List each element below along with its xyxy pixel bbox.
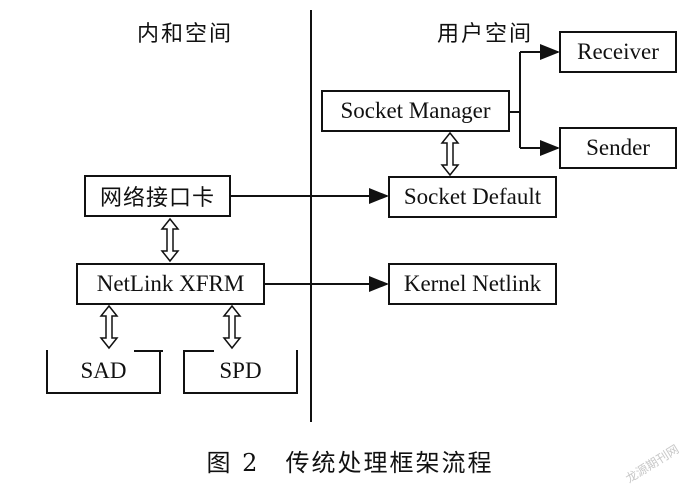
kernel-space-label: 内和空间 xyxy=(137,22,234,47)
socket-manager-box: Socket Manager xyxy=(321,90,510,132)
spd-store: SPD xyxy=(183,350,298,394)
double-arrow-netlink-spd xyxy=(222,304,242,350)
double-arrow-network-card-netlink xyxy=(160,217,180,263)
network-card-label: 网络接口卡 xyxy=(99,186,215,211)
netlink-xfrm-label: NetLink XFRM xyxy=(96,271,245,296)
socket-manager-label: Socket Manager xyxy=(340,98,491,123)
kernel-netlink-box: Kernel Netlink xyxy=(388,263,557,305)
kernel-netlink-label: Kernel Netlink xyxy=(403,271,542,296)
netlink-xfrm-box: NetLink XFRM xyxy=(76,263,265,305)
socket-default-label: Socket Default xyxy=(403,184,542,209)
sad-label: SAD xyxy=(80,358,127,383)
sad-store: SAD xyxy=(46,350,163,394)
double-arrow-netlink-sad xyxy=(99,304,119,350)
user-space-label: 用户空间 xyxy=(437,22,534,47)
socket-default-box: Socket Default xyxy=(388,176,557,218)
sender-label: Sender xyxy=(586,135,650,160)
spd-label: SPD xyxy=(219,358,262,383)
figure-caption: 图 2 传统处理框架流程 xyxy=(206,449,494,477)
sender-box: Sender xyxy=(559,127,677,169)
receiver-label: Receiver xyxy=(577,39,659,64)
network-card-box: 网络接口卡 xyxy=(84,175,231,217)
double-arrow-socket-manager-default xyxy=(440,131,460,177)
receiver-box: Receiver xyxy=(559,31,677,73)
